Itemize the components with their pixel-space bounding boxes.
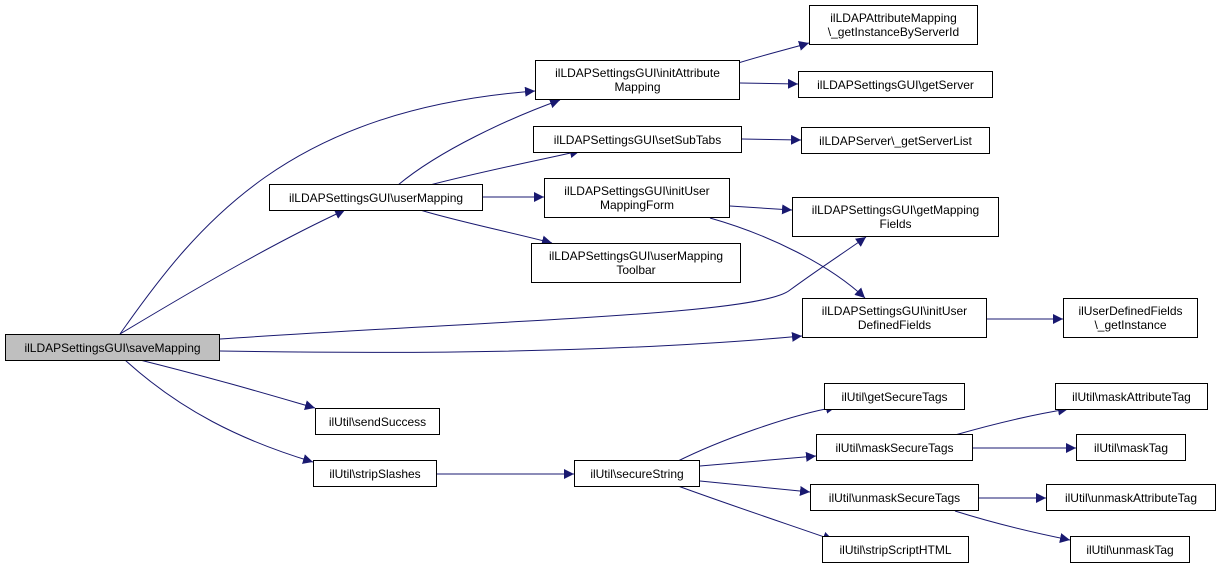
node-user-mapping[interactable]: ilLDAPSettingsGUI\userMapping [269, 184, 483, 211]
node-user-defined-fields-get-instance[interactable]: ilUserDefinedFields \_getInstance [1063, 298, 1198, 338]
edge-secure-string-to-unmask-secure-tags [699, 480, 811, 496]
node-unmask-attribute-tag[interactable]: ilUtil\unmaskAttributeTag [1046, 484, 1216, 511]
edge-save-mapping-to-user-mapping [119, 209, 346, 335]
node-secure-string[interactable]: ilUtil\secureString [574, 460, 700, 487]
node-get-server[interactable]: ilLDAPSettingsGUI\getServer [798, 71, 993, 98]
node-init-user-defined-fields[interactable]: ilLDAPSettingsGUI\initUser DefinedFields [802, 298, 987, 338]
node-strip-script-html[interactable]: ilUtil\stripScriptHTML [822, 536, 969, 563]
node-unmask-secure-tags[interactable]: ilUtil\unmaskSecureTags [810, 484, 979, 511]
node-mask-secure-tags[interactable]: ilUtil\maskSecureTags [816, 434, 973, 461]
node-send-success[interactable]: ilUtil\sendSuccess [315, 408, 440, 435]
node-strip-slashes[interactable]: ilUtil\stripSlashes [313, 460, 437, 487]
node-get-server-list[interactable]: ilLDAPServer\_getServerList [801, 127, 990, 154]
node-unmask-tag[interactable]: ilUtil\unmaskTag [1070, 536, 1190, 563]
node-mask-tag[interactable]: ilUtil\maskTag [1076, 434, 1186, 461]
edge-save-mapping-to-get-mapping-fields [219, 236, 867, 340]
edge-save-mapping-to-strip-slashes [124, 359, 314, 464]
edge-unmask-secure-tags-to-unmask-tag [954, 510, 1071, 543]
edge-secure-string-to-get-secure-tags [675, 403, 837, 463]
node-save-mapping[interactable]: ilLDAPSettingsGUI\saveMapping [5, 334, 220, 361]
edge-user-mapping-to-init-attribute-mapping [397, 98, 561, 186]
edge-save-mapping-to-init-user-defined-fields [219, 331, 803, 353]
node-get-secure-tags[interactable]: ilUtil\getSecureTags [824, 383, 965, 410]
edge-init-attribute-mapping-to-get-server [739, 78, 799, 89]
edge-mask-secure-tags-to-mask-attribute-tag [954, 405, 1069, 436]
edge-user-mapping-to-user-mapping-toolbar [419, 209, 553, 246]
edge-secure-string-to-strip-script-html [677, 485, 834, 542]
edge-save-mapping-to-send-success [139, 359, 316, 411]
edges [119, 40, 1076, 543]
edge-init-user-mapping-form-to-init-user-defined-fields [709, 217, 866, 299]
node-init-user-mapping-form[interactable]: ilLDAPSettingsGUI\initUser MappingForm [544, 178, 730, 218]
edge-secure-string-to-mask-secure-tags [699, 451, 817, 467]
node-mask-attribute-tag[interactable]: ilUtil\maskAttributeTag [1055, 383, 1208, 410]
node-get-mapping-fields[interactable]: ilLDAPSettingsGUI\getMapping Fields [792, 197, 999, 237]
edge-init-attribute-mapping-to-get-instance-by-server-id [734, 40, 810, 65]
node-init-attribute-mapping[interactable]: ilLDAPSettingsGUI\initAttribute Mapping [535, 60, 740, 100]
edge-user-mapping-to-set-sub-tabs [429, 148, 581, 186]
node-user-mapping-toolbar[interactable]: ilLDAPSettingsGUI\userMapping Toolbar [531, 243, 741, 283]
node-get-instance-by-server-id[interactable]: ilLDAPAttributeMapping \_getInstanceBySe… [809, 5, 978, 45]
edge-set-sub-tabs-to-get-server-list [741, 134, 802, 145]
node-set-sub-tabs[interactable]: ilLDAPSettingsGUI\setSubTabs [533, 126, 742, 153]
edge-init-user-mapping-form-to-get-mapping-fields [729, 204, 793, 215]
edge-save-mapping-to-init-attribute-mapping [119, 86, 536, 335]
